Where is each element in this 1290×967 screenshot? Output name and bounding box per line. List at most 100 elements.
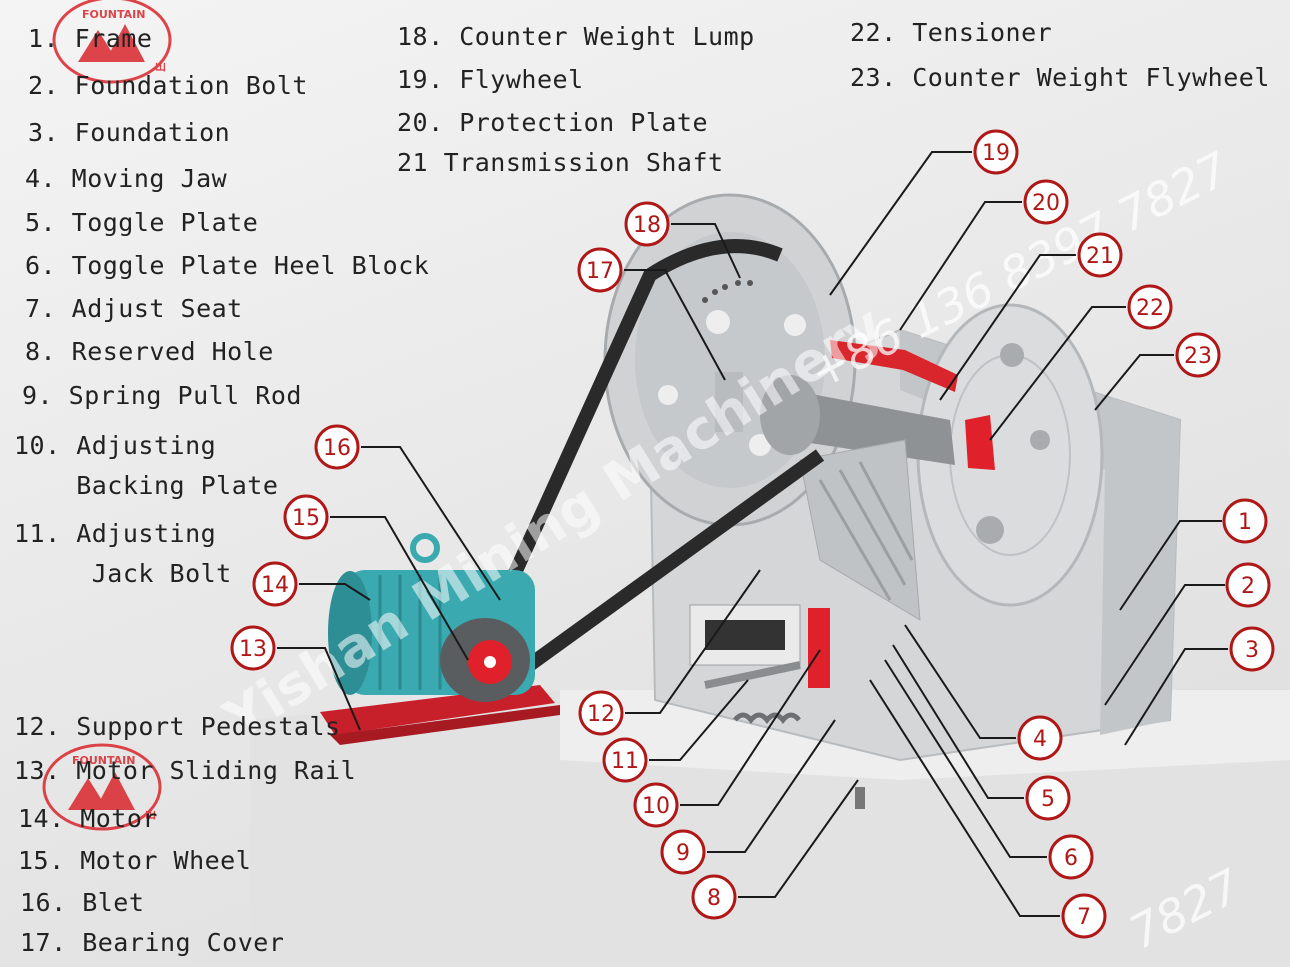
legend-line: 20. Protection Plate <box>397 108 709 137</box>
legend-line: 19. Flywheel <box>397 65 584 94</box>
callout-number-20: 20 <box>1032 191 1060 216</box>
callout-number-5: 5 <box>1041 787 1055 812</box>
fountain-logo-bottom: FOUNTAIN 山 <box>42 743 162 831</box>
legend-item-16: 16. Blet <box>20 888 144 918</box>
legend-line: 15. Motor Wheel <box>18 846 252 875</box>
bearing-cover <box>715 372 743 432</box>
callout-circle-17 <box>577 247 623 293</box>
callout-number-21: 21 <box>1086 244 1114 269</box>
callout-circle-14 <box>252 561 298 607</box>
callout-number-8: 8 <box>707 886 721 911</box>
leader-line-1 <box>1119 520 1222 611</box>
legend-line: Backing Plate <box>14 471 279 500</box>
legend-line: 5. Toggle Plate <box>25 208 259 237</box>
callout-circle-15 <box>283 494 329 540</box>
legend-line: 21 Transmission Shaft <box>397 148 724 177</box>
legend-item-2: 2. Foundation Bolt <box>28 71 308 101</box>
legend-item-13: 13. Motor Sliding Rail <box>14 756 356 786</box>
svg-text:FOUNTAIN: FOUNTAIN <box>72 754 135 767</box>
legend-item-14: 14. Motor <box>18 804 158 834</box>
belt <box>473 239 783 653</box>
callout-circle-20 <box>1023 179 1069 225</box>
callout-number-17: 17 <box>586 259 614 284</box>
callout-number-13: 13 <box>239 637 267 662</box>
leader-line-13 <box>277 647 361 731</box>
svg-text:山: 山 <box>145 807 156 821</box>
callout-number-12: 12 <box>587 702 615 727</box>
counter-weight-lump <box>702 280 753 303</box>
legend-line: 17. Bearing Cover <box>20 928 285 957</box>
legend-line: 22. Tensioner <box>850 18 1053 47</box>
legend-item-9: 9. Spring Pull Rod <box>22 381 302 411</box>
leader-line-3 <box>1124 648 1228 746</box>
legend-line: 14. Motor <box>18 804 158 833</box>
leader-line-7 <box>869 679 1060 917</box>
reserved-hole <box>855 787 865 809</box>
legend-item-22: 22. Tensioner <box>850 18 1052 48</box>
legend-item-5: 5. Toggle Plate <box>25 208 258 238</box>
callout-circle-7 <box>1061 893 1107 939</box>
legend-line: 7. Adjust Seat <box>25 294 243 323</box>
legend-item-18: 18. Counter Weight Lump <box>397 22 755 52</box>
leader-line-16 <box>361 446 501 601</box>
leader-line-11 <box>649 679 749 761</box>
callout-number-3: 3 <box>1245 638 1259 663</box>
callout-circle-9 <box>660 829 706 875</box>
leader-line-22 <box>989 306 1126 441</box>
leader-line-8 <box>738 779 859 898</box>
legend-item-23: 23. Counter Weight Flywheel <box>850 63 1270 93</box>
legend-line: 23. Counter Weight Flywheel <box>850 63 1270 92</box>
callout-circle-6 <box>1048 834 1094 880</box>
callout-circle-18 <box>624 201 670 247</box>
legend-item-20: 20. Protection Plate <box>397 108 708 138</box>
callout-circle-19 <box>973 129 1019 175</box>
callout-number-6: 6 <box>1064 846 1078 871</box>
legend-line: 13. Motor Sliding Rail <box>14 756 357 785</box>
legend-line: 16. Blet <box>20 888 145 917</box>
spring-pull-rod <box>733 712 801 724</box>
callout-circle-23 <box>1175 332 1221 378</box>
callout-circle-4 <box>1017 715 1063 761</box>
callout-number-16: 16 <box>323 436 351 461</box>
adjusting-jack-bolt <box>704 661 801 689</box>
callout-number-1: 1 <box>1238 510 1252 535</box>
adjust-seat <box>808 608 830 688</box>
legend-line: 11. Adjusting <box>14 519 217 548</box>
callout-circle-8 <box>691 874 737 920</box>
callout-number-7: 7 <box>1077 905 1091 930</box>
leader-line-9 <box>707 719 836 853</box>
callout-number-2: 2 <box>1241 574 1255 599</box>
callout-number-15: 15 <box>292 506 320 531</box>
legend-line: 8. Reserved Hole <box>25 337 274 366</box>
callout-number-9: 9 <box>676 841 690 866</box>
legend-item-15: 15. Motor Wheel <box>18 846 251 876</box>
legend-line: 1. Frame <box>28 24 153 53</box>
legend-item-21: 21 Transmission Shaft <box>397 148 724 178</box>
callout-circle-16 <box>314 424 360 470</box>
svg-text:山: 山 <box>155 59 166 73</box>
legend-line: 2. Foundation Bolt <box>28 71 308 100</box>
legend-line: 18. Counter Weight Lump <box>397 22 755 51</box>
callout-number-22: 22 <box>1136 296 1164 321</box>
legend-item-1: 1. Frame <box>28 24 152 54</box>
callout-circle-1 <box>1222 498 1268 544</box>
legend-item-3: 3. Foundation <box>28 118 230 148</box>
leader-line-20 <box>899 201 1022 331</box>
protection-plate <box>830 340 958 392</box>
legend-item-4: 4. Moving Jaw <box>25 164 227 194</box>
tensioner <box>965 415 995 470</box>
callout-number-14: 14 <box>261 573 289 598</box>
callout-number-19: 19 <box>982 141 1010 166</box>
legend-item-7: 7. Adjust Seat <box>25 294 243 324</box>
legend-item-8: 8. Reserved Hole <box>25 337 274 367</box>
callout-circle-10 <box>633 782 679 828</box>
callout-circle-21 <box>1077 232 1123 278</box>
legend-item-6: 6. Toggle Plate Heel Block <box>25 251 429 281</box>
leader-line-23 <box>1094 354 1174 411</box>
legend-item-11: 11. Adjusting Jack Bolt <box>14 514 232 594</box>
callout-circle-22 <box>1127 284 1173 330</box>
moving-jaw <box>799 439 921 621</box>
